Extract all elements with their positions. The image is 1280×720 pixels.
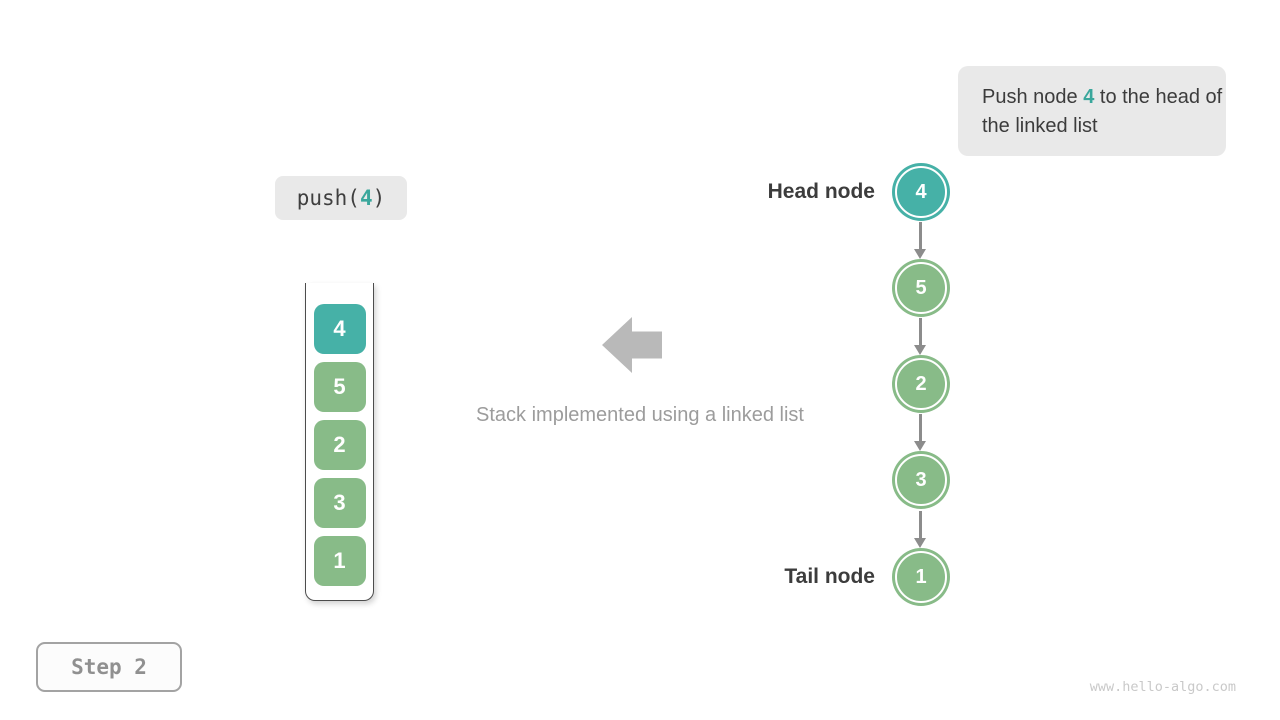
watermark: www.hello-algo.com xyxy=(1089,679,1236,695)
callout-text-after: to the head of the linked list xyxy=(982,86,1223,137)
arrow-left-icon xyxy=(602,317,662,373)
stack-item: 5 xyxy=(313,362,366,412)
linked-list-node: 2 xyxy=(895,358,947,410)
head-node-label: Head node xyxy=(767,180,875,203)
operation-fn-open: push( xyxy=(296,186,360,210)
linked-list-node: 3 xyxy=(895,454,947,506)
callout-highlight-value: 4 xyxy=(1083,86,1095,108)
arrow-down-icon xyxy=(914,511,927,548)
stack-item: 2 xyxy=(313,420,366,470)
arrow-down-icon xyxy=(914,414,927,451)
stack-container: 4 5 2 3 1 xyxy=(305,283,374,601)
operation-arg: 4 xyxy=(359,186,373,210)
linked-list-node: 1 xyxy=(895,551,947,603)
callout-text-before: Push node xyxy=(982,86,1084,108)
callout-box: Push node 4 to the head of the linked li… xyxy=(958,66,1226,156)
diagram-caption: Stack implemented using a linked list xyxy=(476,404,804,426)
arrow-down-icon xyxy=(914,222,927,259)
stack-item: 4 xyxy=(313,304,366,354)
stack-item: 1 xyxy=(313,536,366,586)
step-badge: Step 2 xyxy=(36,642,182,692)
operation-label: push(4) xyxy=(275,176,407,220)
stack-item: 3 xyxy=(313,478,366,528)
tail-node-label: Tail node xyxy=(784,565,875,588)
operation-fn-close: ) xyxy=(372,186,386,210)
arrow-down-icon xyxy=(914,318,927,355)
linked-list-node: 5 xyxy=(895,262,947,314)
linked-list-node: 4 xyxy=(895,166,947,218)
